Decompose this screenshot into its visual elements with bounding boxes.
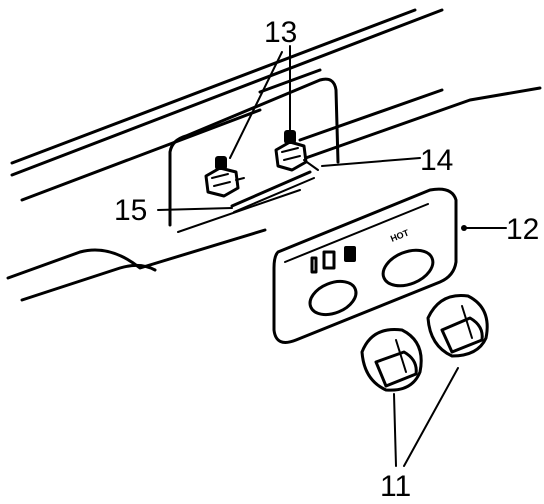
control-recess [168,77,340,233]
appliance-body-outline [6,8,542,302]
fastener-right [274,130,319,172]
connecting-rod [230,170,315,213]
fastener-left [204,156,245,198]
knob-left [360,327,423,392]
callout-14: 14 [420,144,453,177]
callout-11: 11 [380,470,411,503]
panel-icon-group [310,246,356,274]
callout-12: 12 [506,213,539,246]
leader-lines [157,45,507,467]
control-panel-plate: HOT [272,187,458,344]
callout-13: 13 [264,16,297,49]
callout-15: 15 [114,194,147,227]
knob-right [426,293,489,358]
